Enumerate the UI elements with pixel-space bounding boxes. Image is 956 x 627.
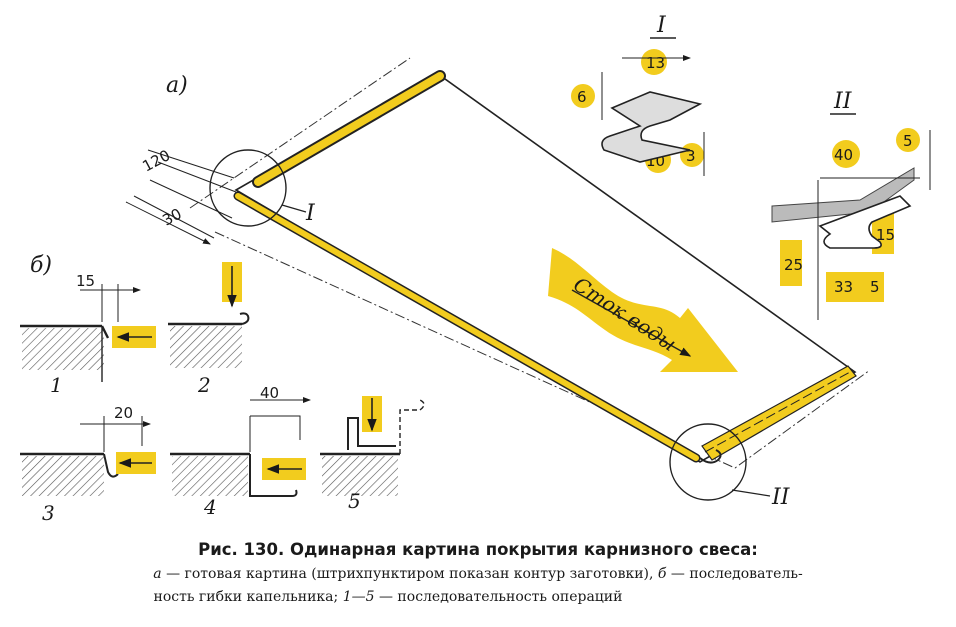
step-1: 15 1	[20, 272, 156, 397]
dim-b-20: 20	[114, 404, 133, 422]
caption-line2-suffix: — последовательность операций	[378, 589, 623, 605]
caption-a-text: — готовая картина (штрихпунктиром показа…	[166, 566, 654, 582]
step-3: 20 3	[20, 404, 156, 525]
step-3-number: 3	[42, 501, 55, 525]
step-2: 2	[168, 262, 250, 397]
step-5: 5	[320, 396, 425, 513]
detail-II-title: II	[833, 89, 853, 114]
figure-caption-title: Рис. 130. Одинарная картина покрытия кар…	[198, 540, 758, 559]
part-b-label: б)	[30, 253, 52, 278]
step-4-number: 4	[203, 495, 217, 519]
caption-range: 1—5	[342, 589, 375, 605]
dim-II-15: 15	[876, 226, 895, 244]
dim-I-6: 6	[577, 88, 587, 106]
caption-b-text: — последователь-	[670, 566, 803, 582]
step-5-number: 5	[348, 489, 361, 513]
dim-30: 30	[159, 205, 184, 230]
caption-b-letter: б	[657, 566, 667, 582]
main-sheet	[189, 57, 871, 469]
detail-I: I 13 6 10 3	[571, 13, 705, 176]
water-flow-arrow	[548, 248, 738, 372]
callout-I: I	[305, 201, 316, 226]
dim-I-13: 13	[646, 54, 665, 72]
step-4: 40 4	[170, 384, 311, 519]
detail-II: II 40 5 15 25 33 5	[771, 89, 931, 320]
dim-II-5-top: 5	[903, 132, 913, 150]
caption-line2-prefix: ность гибки капельника;	[153, 589, 339, 605]
step-1-number: 1	[50, 373, 63, 397]
dim-b-15: 15	[76, 272, 95, 290]
dim-b-40: 40	[260, 384, 279, 402]
callout-II: II	[771, 485, 791, 510]
dim-I-3: 3	[686, 147, 696, 165]
dim-II-33: 33	[834, 278, 853, 296]
dim-II-5: 5	[870, 278, 880, 296]
dim-120: 120	[139, 146, 173, 175]
dimension-120-30	[125, 149, 237, 245]
detail-circle-I	[209, 149, 287, 227]
caption-a-letter: а	[153, 566, 162, 582]
dim-II-40: 40	[834, 146, 853, 164]
dim-II-25: 25	[784, 256, 803, 274]
roofing-diagram: Сток воды а) 120 30 I II I 13 6 10 3 II …	[20, 13, 931, 525]
figure-caption-line2: ность гибки капельника; 1—5 — последоват…	[0, 589, 866, 605]
detail-I-title: I	[656, 13, 667, 38]
detail-circle-II	[669, 423, 747, 501]
part-a-label: а)	[166, 73, 188, 98]
step-2-number: 2	[197, 373, 211, 397]
figure-caption-line1: а — готовая картина (штрихпунктиром пока…	[0, 566, 956, 582]
